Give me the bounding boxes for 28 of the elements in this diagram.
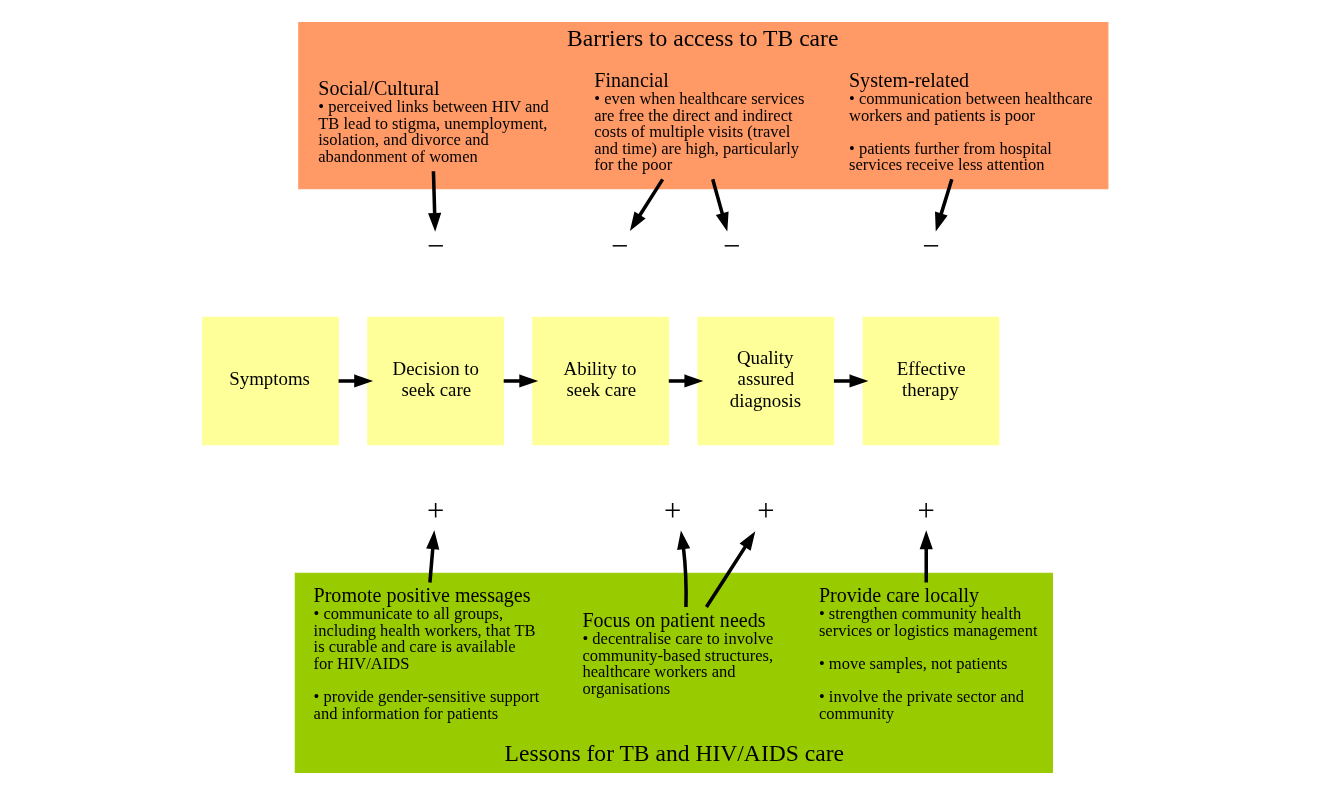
node-text: + (426, 494, 444, 529)
node-text: + (756, 494, 774, 529)
arrow (833, 374, 868, 388)
arrow (338, 374, 373, 388)
node-box: Symptoms (201, 316, 339, 446)
node-text: Social/Cultural • perceived links between HIV and TB lead to stigma, unemployment, isolation, and divorce and abandonment of women (317, 77, 549, 166)
node-box: Quality assured diagnosis (696, 316, 834, 446)
arrow (668, 374, 703, 388)
arrow (427, 171, 441, 232)
node-text: + (663, 494, 681, 529)
arrow (919, 530, 933, 583)
arrow (704, 531, 755, 609)
arrow (503, 374, 538, 388)
arrow (676, 530, 690, 608)
node-text: − (921, 228, 940, 263)
node-box: Ability to seek care (531, 316, 669, 446)
node-text: − (722, 228, 740, 263)
node-text: Promote positive messages • communicate to all groups, including health workers, that TB is curable and care is available for HIV/AIDS • provide gender-sensitive support and information for patients (313, 584, 539, 723)
node-text: Focus on patient needs • decentralise care to involve community-based structures, healthcare workers and organisations (581, 609, 773, 698)
arrow (425, 530, 439, 583)
node-box: Decision to seek care (366, 316, 504, 446)
node-text: − (426, 228, 444, 263)
node-text: Provide care locally • strengthen community health services or logistics management • move samples, not patients • involve the private sector and community (818, 584, 1037, 723)
node-text: Financial • even when healthcare services are free the direct and indirect costs of multiple visits (travel and time) are high, particularly for the poor (593, 68, 804, 175)
node-text: + (917, 494, 935, 529)
node-box: Effective therapy (862, 316, 999, 446)
node-text: System-related • communication between healthcare workers and patients is poor • patients further from hospital services receive less attention (848, 68, 1093, 175)
node-text: − (610, 228, 628, 263)
